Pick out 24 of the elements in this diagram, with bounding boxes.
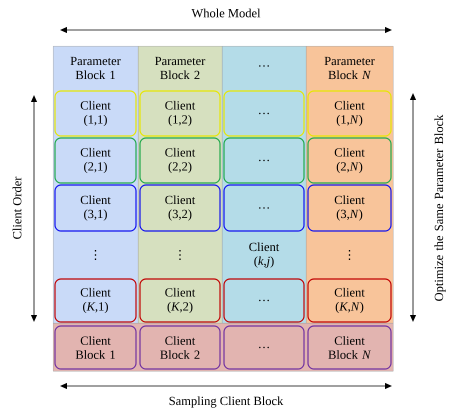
client-box: Client (1,2): [139, 90, 221, 137]
client-box: Client (2,1): [54, 137, 137, 184]
client-box: Client (K,1): [54, 278, 137, 323]
client-box: Client (3,N): [307, 184, 392, 232]
client-box: Client (2,2): [139, 137, 221, 184]
client-box: Client (3,1): [54, 184, 137, 232]
client-block-box: …: [223, 325, 305, 370]
client-block-box: Client Block 2: [139, 325, 221, 370]
client-box: …: [223, 90, 305, 137]
client-box: Client (1,1): [54, 90, 137, 137]
axis-label: Client Order: [12, 176, 22, 239]
client-box: …: [223, 278, 305, 323]
client-block-box: Client Block N: [307, 325, 392, 370]
client-block-box: Client Block 1: [54, 325, 137, 370]
axis-label: Optimize the Same Parameter Block: [434, 114, 446, 301]
client-box: Client (K,2): [139, 278, 221, 323]
client-box: Client (3,2): [139, 184, 221, 232]
axis-label: Whole Model: [191, 8, 260, 18]
axis-label: Sampling Client Block: [170, 396, 284, 408]
client-box: Client (K,N): [307, 278, 392, 323]
client-box: Client (2,N): [307, 137, 392, 184]
client-box: Client (1,N): [307, 90, 392, 137]
client-box: …: [223, 137, 305, 184]
client-box: …: [223, 184, 305, 232]
